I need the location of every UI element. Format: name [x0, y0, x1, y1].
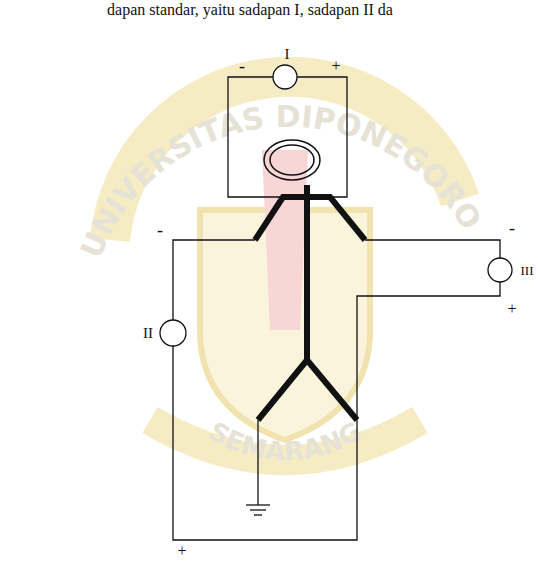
- polarity-sign: +: [507, 301, 516, 317]
- polarity-sign: -: [239, 57, 245, 75]
- wire: [257, 420, 258, 505]
- wire: [365, 240, 500, 258]
- ground-symbol: [246, 505, 270, 515]
- voltmeters: [160, 65, 512, 346]
- watermark-torch: [262, 150, 308, 330]
- wire: [173, 346, 357, 540]
- watermark-text: SEMARANG: [204, 416, 367, 467]
- wire: [297, 77, 347, 197]
- watermark-text: UNIVERSITAS DIPONEGORO: [73, 99, 488, 263]
- body-figure: [255, 185, 365, 420]
- wire: [228, 77, 283, 197]
- watermark-text: UNIVERSITAS DIPONEGORO: [73, 99, 488, 263]
- wire: [357, 282, 500, 420]
- lead-number: I: [285, 47, 290, 62]
- wire: [173, 240, 255, 320]
- lead-number: III: [521, 264, 534, 277]
- polarity-sign: +: [177, 543, 186, 559]
- polarity-sign: -: [509, 219, 515, 237]
- voltmeter-symbol: [273, 65, 297, 89]
- lead-number: II: [143, 326, 153, 341]
- voltmeter-symbol: [488, 258, 512, 282]
- watermark-text: SEMARANG: [204, 416, 367, 467]
- polarity-sign: +: [331, 58, 340, 74]
- voltmeter-symbol: [160, 320, 186, 346]
- caption-fragment: dapan standar, yaitu sadapan I, sadapan …: [107, 2, 393, 18]
- polarity-sign: -: [157, 221, 163, 239]
- wires: [173, 77, 500, 540]
- head: [264, 140, 320, 180]
